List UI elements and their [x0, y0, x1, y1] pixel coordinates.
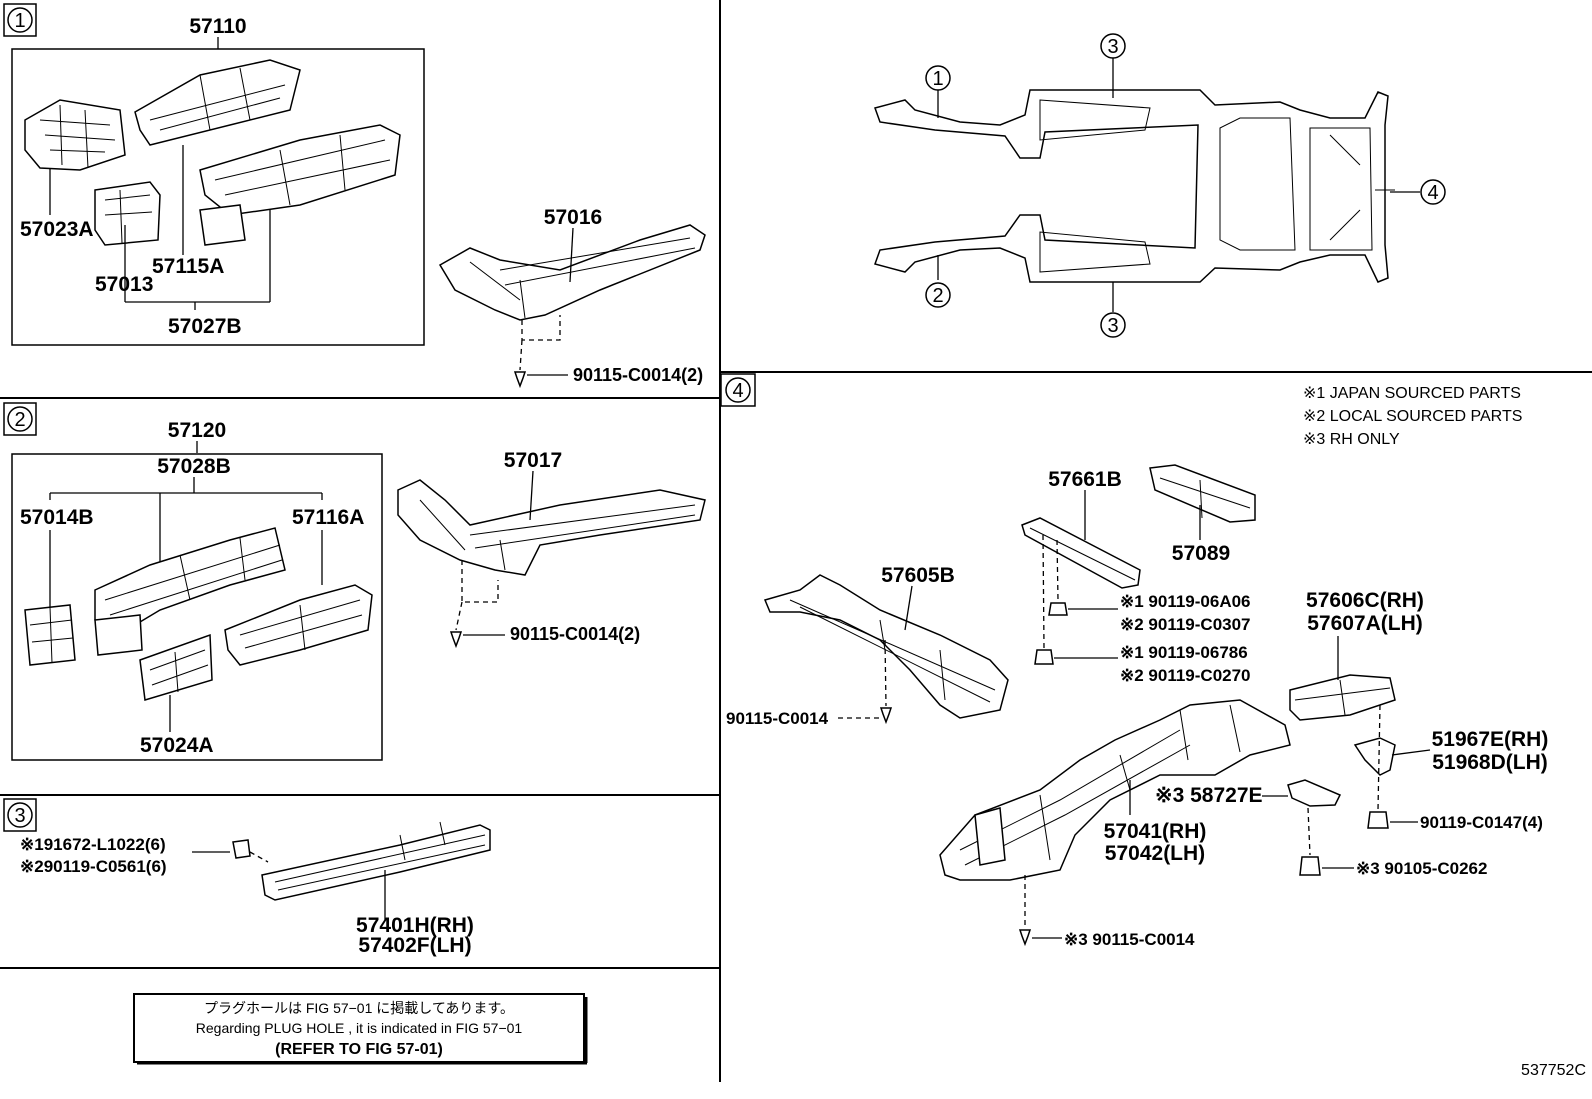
label-bolt-90119-c0561[interactable]: ※290119-C0561(6) — [20, 857, 167, 876]
part-57013-drawing — [94, 181, 161, 246]
section-2-marker: 2 — [14, 409, 25, 431]
label-57016[interactable]: 57016 — [544, 206, 602, 229]
label-57605B[interactable]: 57605B — [881, 564, 955, 587]
section-1: 1 57110 57023A 57115A 57013 — [3, 3, 706, 389]
label-57606C[interactable]: 57606C(RH) — [1306, 589, 1424, 612]
part-57017-drawing — [397, 479, 706, 576]
plug-hole-note: プラグホールは FIG 57−01 に掲載してあります。 Regarding P… — [133, 993, 588, 1065]
section-2: 2 57120 57028B 57014B 57116A — [3, 402, 706, 761]
label-57089[interactable]: 57089 — [1172, 542, 1230, 565]
label-90119-C0307[interactable]: ※2 90119-C0307 — [1120, 615, 1251, 634]
label-s4-90115-rh[interactable]: ※3 90115-C0014 — [1064, 930, 1195, 949]
figure-code: 537752C — [1521, 1062, 1586, 1079]
section-3: 3 ※191672-L1022(6) ※290119-C0561(6) 5740… — [3, 798, 491, 957]
label-57401H[interactable]: 57401H(RH) — [356, 914, 474, 937]
label-51968D[interactable]: 51968D(LH) — [1432, 751, 1548, 774]
label-57607A[interactable]: 57607A(LH) — [1307, 612, 1423, 635]
bolt-icon — [513, 371, 527, 389]
label-bolt-s2[interactable]: 90115-C0014(2) — [510, 624, 640, 644]
label-bolt-s4-90115[interactable]: 90115-C0014 — [726, 709, 829, 728]
label-90119-06786[interactable]: ※1 90119-06786 — [1120, 643, 1248, 662]
bolt-icon — [1299, 856, 1321, 876]
bolt-icon — [879, 707, 893, 725]
overview-marker-3-top: 3 — [1107, 36, 1118, 58]
label-57017[interactable]: 57017 — [504, 449, 562, 472]
note-line-refer: (REFER TO FIG 57-01) — [275, 1041, 443, 1058]
label-57402F[interactable]: 57402F(LH) — [358, 934, 471, 957]
label-57042[interactable]: 57042(LH) — [1105, 842, 1205, 865]
section-4-marker: 4 — [732, 380, 743, 402]
section-4: 4 ※1 JAPAN SOURCED PARTS ※2 LOCAL SOURCE… — [720, 373, 1549, 949]
bolt-icon — [232, 839, 251, 859]
section-marker-box — [3, 3, 37, 37]
overview-marker-1: 1 — [932, 68, 943, 90]
part-57023A-drawing — [24, 99, 126, 171]
bolt-icon — [1034, 649, 1054, 665]
part-57606C-drawing — [1289, 674, 1396, 721]
part-58727E-drawing — [1287, 779, 1342, 807]
label-51967E[interactable]: 51967E(RH) — [1432, 728, 1549, 751]
label-90119-C0147[interactable]: 90119-C0147(4) — [1420, 813, 1543, 832]
part-51967E-drawing — [1353, 737, 1396, 776]
label-57024A[interactable]: 57024A — [140, 734, 214, 757]
label-58727E[interactable]: ※3 58727E — [1155, 784, 1263, 807]
part-57661B-drawing — [1021, 517, 1141, 589]
legend-local: ※2 LOCAL SOURCED PARTS — [1303, 408, 1522, 425]
label-90119-06A06[interactable]: ※1 90119-06A06 — [1120, 592, 1251, 611]
label-57110[interactable]: 57110 — [189, 15, 246, 38]
part-57401H-drawing — [261, 821, 491, 901]
part-57116A-drawing — [224, 584, 373, 666]
part-57115A-drawing — [199, 124, 401, 246]
bolt-icon — [449, 631, 463, 649]
part-57041-drawing — [939, 699, 1291, 881]
label-90105-C0262[interactable]: ※3 90105-C0262 — [1356, 859, 1487, 878]
bolt-icon — [1048, 602, 1068, 616]
part-57014B-drawing — [24, 604, 76, 666]
note-line-ja: プラグホールは FIG 57−01 に掲載してあります。 — [204, 1000, 514, 1016]
label-90119-C0270[interactable]: ※2 90119-C0270 — [1120, 666, 1251, 685]
part-57089-drawing — [1149, 464, 1256, 523]
part-57605B-drawing — [763, 574, 1009, 719]
overview-marker-2: 2 — [932, 285, 943, 307]
overview-marker-3-bottom: 3 — [1107, 315, 1118, 337]
label-57115A[interactable]: 57115A — [152, 255, 224, 278]
label-57661B[interactable]: 57661B — [1048, 468, 1122, 491]
assembly-box-57120 — [11, 453, 383, 761]
label-57116A[interactable]: 57116A — [292, 506, 364, 529]
label-bolt-s1[interactable]: 90115-C0014(2) — [573, 365, 703, 385]
part-57110-drawing — [134, 59, 301, 146]
label-57041[interactable]: 57041(RH) — [1104, 820, 1207, 843]
legend-japan: ※1 JAPAN SOURCED PARTS — [1303, 385, 1521, 402]
label-57027B[interactable]: 57027B — [168, 315, 242, 338]
legend-rh-only: ※3 RH ONLY — [1303, 431, 1400, 448]
section-3-marker: 3 — [14, 805, 25, 827]
label-57014B[interactable]: 57014B — [20, 506, 94, 529]
part-57028B-drawing — [94, 527, 286, 656]
bolt-icon — [1018, 929, 1032, 947]
label-57013[interactable]: 57013 — [95, 273, 153, 296]
part-57016-drawing — [438, 224, 706, 321]
underbody-overview: 1 2 3 3 4 — [874, 33, 1446, 338]
label-bolt-91672[interactable]: ※191672-L1022(6) — [20, 835, 166, 854]
label-57028B[interactable]: 57028B — [157, 455, 231, 478]
overview-marker-4: 4 — [1427, 182, 1438, 204]
label-57023A[interactable]: 57023A — [20, 218, 94, 241]
label-57120[interactable]: 57120 — [168, 419, 226, 442]
note-line-en: Regarding PLUG HOLE , it is indicated in… — [196, 1020, 523, 1036]
bolt-icon — [1367, 811, 1389, 829]
part-57024A-drawing — [139, 633, 213, 701]
section-1-marker: 1 — [14, 10, 25, 32]
